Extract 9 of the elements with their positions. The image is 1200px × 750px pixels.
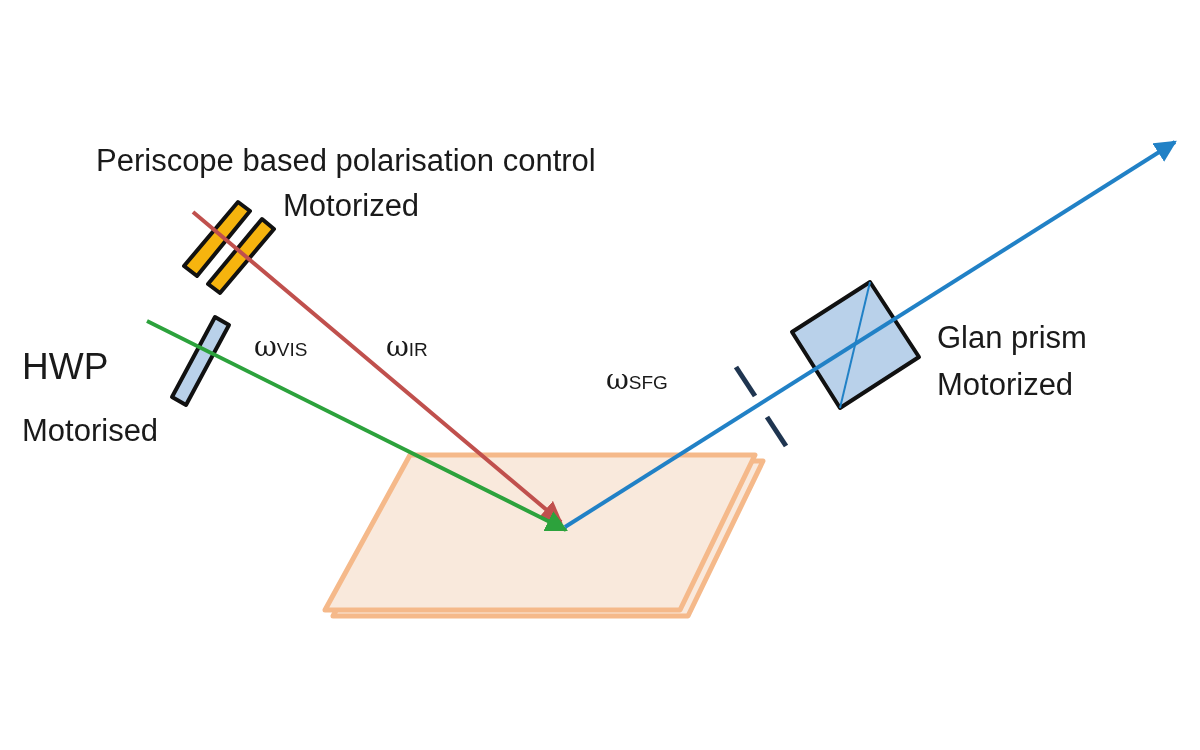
light-beam-arrow (146, 319, 568, 532)
component-label: Glan prism (937, 322, 1087, 353)
text-heading: Periscope based polarisation control (96, 145, 596, 176)
light-beam-arrow (191, 210, 563, 524)
light-beam-arrow (563, 140, 1177, 529)
text-note: Motorized (937, 369, 1074, 400)
text-note: Motorised (22, 415, 159, 446)
text-note: Motorized (283, 190, 420, 221)
component-label: HWP (22, 348, 109, 385)
